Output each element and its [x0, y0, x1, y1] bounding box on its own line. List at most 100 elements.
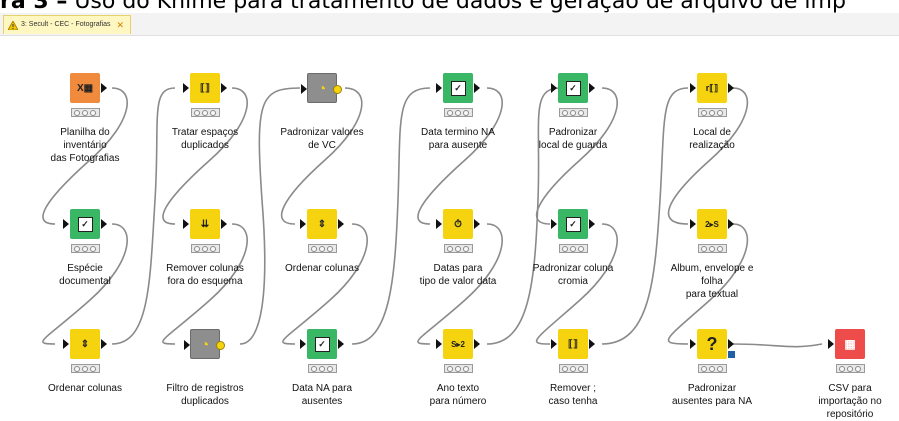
node-box[interactable]: ⟦⟧: [551, 329, 595, 359]
output-port[interactable]: [728, 219, 734, 229]
node-n10[interactable]: ✓ Data termino NA para ausente: [416, 73, 500, 152]
editor-tab-bar: 3: Secult - CEC - Fotografias ✕: [0, 13, 899, 36]
node-n2[interactable]: ✓ Espécie documental: [43, 209, 127, 288]
node-status: [307, 244, 337, 253]
output-port[interactable]: [474, 219, 480, 229]
input-port[interactable]: [183, 219, 189, 229]
node-status: [70, 244, 100, 253]
node-n19[interactable]: ▦ CSV para importação no repositório: [800, 329, 899, 421]
output-port[interactable]: [101, 83, 107, 93]
input-port[interactable]: [436, 339, 442, 349]
node-n6[interactable]: ◔ Filtro de registros duplicados: [163, 329, 247, 408]
node-status: [190, 108, 220, 117]
node-n16[interactable]: r⟦⟧ Local de realização: [670, 73, 754, 152]
node-box[interactable]: ◔: [184, 329, 225, 359]
node-box[interactable]: ✓: [436, 73, 480, 103]
node-n12[interactable]: S▸2 Ano texto para número: [416, 329, 500, 408]
input-port[interactable]: [300, 219, 306, 229]
node-box[interactable]: ⟦⟧: [183, 73, 227, 103]
node-box[interactable]: ✓: [551, 73, 595, 103]
input-port[interactable]: [828, 339, 834, 349]
node-box[interactable]: 2▸S: [690, 209, 734, 239]
node-n17[interactable]: 2▸S Album, envelope e folha para textual: [670, 209, 754, 301]
input-port[interactable]: [690, 83, 696, 93]
input-port[interactable]: [300, 339, 306, 349]
node-box[interactable]: r⟦⟧: [690, 73, 734, 103]
close-icon[interactable]: ✕: [116, 20, 125, 30]
node-n8[interactable]: ⇕ Ordenar colunas: [280, 209, 364, 275]
input-port[interactable]: [184, 340, 190, 350]
output-port[interactable]: [589, 83, 595, 93]
wire-n5-n6: [162, 223, 248, 345]
figure-caption: ra 3 – Uso do Knime para tratamento de d…: [0, 0, 899, 14]
node-n15[interactable]: ⟦⟧ Remover ; caso tenha: [531, 329, 615, 408]
node-n9[interactable]: ✓ Data NA para ausentes: [280, 329, 364, 408]
output-port[interactable]: [101, 339, 107, 349]
output-port[interactable]: [333, 85, 342, 94]
input-port[interactable]: [690, 219, 696, 229]
output-port[interactable]: [728, 83, 734, 93]
node-label: Ordenar colunas: [285, 263, 359, 274]
node-box[interactable]: X▦: [70, 73, 107, 103]
node-box[interactable]: ⇕: [300, 209, 344, 239]
input-port[interactable]: [551, 219, 557, 229]
node-box[interactable]: ◔: [301, 73, 342, 103]
wire-n18-n19: [732, 343, 823, 348]
wire-n10-n11: [417, 87, 503, 225]
wire-n14-n15: [536, 223, 618, 345]
output-port[interactable]: [589, 219, 595, 229]
output-port[interactable]: [216, 341, 225, 350]
node-box[interactable]: ▦: [828, 329, 865, 359]
wire-n1-n2: [42, 87, 128, 225]
wire-n17-n18: [667, 223, 749, 345]
metanode-icon: ◔: [200, 336, 210, 352]
input-port[interactable]: [690, 339, 696, 349]
node-box[interactable]: ⏱: [436, 209, 480, 239]
node-status: [697, 108, 727, 117]
input-port[interactable]: [551, 83, 557, 93]
node-n5[interactable]: ⇊ Remover colunas fora do esquema: [163, 209, 247, 288]
input-port[interactable]: [301, 84, 307, 94]
wire-n2-n3: [42, 223, 128, 345]
node-n18[interactable]: ? Padronizar ausentes para NA: [670, 329, 754, 408]
node-status: [558, 108, 588, 117]
output-port[interactable]: [221, 83, 227, 93]
wire-n3-n4: [111, 87, 176, 345]
node-box[interactable]: ?: [690, 329, 735, 359]
input-port[interactable]: [183, 83, 189, 93]
node-box[interactable]: ✓: [551, 209, 595, 239]
string-to-date-icon: ⏱: [454, 218, 462, 230]
node-label: Data termino NA para ausente: [421, 127, 495, 151]
workflow-tab[interactable]: 3: Secult - CEC - Fotografias ✕: [3, 15, 132, 34]
input-port[interactable]: [551, 339, 557, 349]
node-box[interactable]: ⇕: [63, 329, 107, 359]
input-port[interactable]: [436, 219, 442, 229]
node-n11[interactable]: ⏱ Datas para tipo de valor data: [416, 209, 500, 288]
node-label: Tratar espaços duplicados: [171, 127, 239, 151]
node-n1[interactable]: X▦ Planilha do inventário das Fotografia…: [43, 73, 127, 165]
output-port[interactable]: [474, 83, 480, 93]
node-label: Remover ; caso tenha: [548, 383, 598, 407]
output-port[interactable]: [728, 339, 734, 349]
node-box[interactable]: ✓: [63, 209, 107, 239]
node-box[interactable]: ⇊: [183, 209, 227, 239]
output-port[interactable]: [101, 219, 107, 229]
node-n4[interactable]: ⟦⟧ Tratar espaços duplicados: [163, 73, 247, 152]
node-status: [697, 364, 727, 373]
output-port[interactable]: [338, 219, 344, 229]
node-n7[interactable]: ◔ Padronizar valores de VC: [280, 73, 364, 152]
output-port[interactable]: [221, 219, 227, 229]
node-n3[interactable]: ⇕ Ordenar colunas: [43, 329, 127, 395]
input-port[interactable]: [436, 83, 442, 93]
input-port[interactable]: [63, 219, 69, 229]
output-port[interactable]: [338, 339, 344, 349]
node-label: Padronizar ausentes para NA: [671, 383, 753, 407]
output-port[interactable]: [474, 339, 480, 349]
input-port[interactable]: [63, 339, 69, 349]
output-port[interactable]: [589, 339, 595, 349]
node-n13[interactable]: ✓ Padronizar local de guarda: [531, 73, 615, 152]
node-box[interactable]: ✓: [300, 329, 344, 359]
node-box[interactable]: S▸2: [436, 329, 480, 359]
model-output-port[interactable]: [728, 351, 735, 358]
node-n14[interactable]: ✓ Padronizar coluna cromia: [531, 209, 615, 288]
